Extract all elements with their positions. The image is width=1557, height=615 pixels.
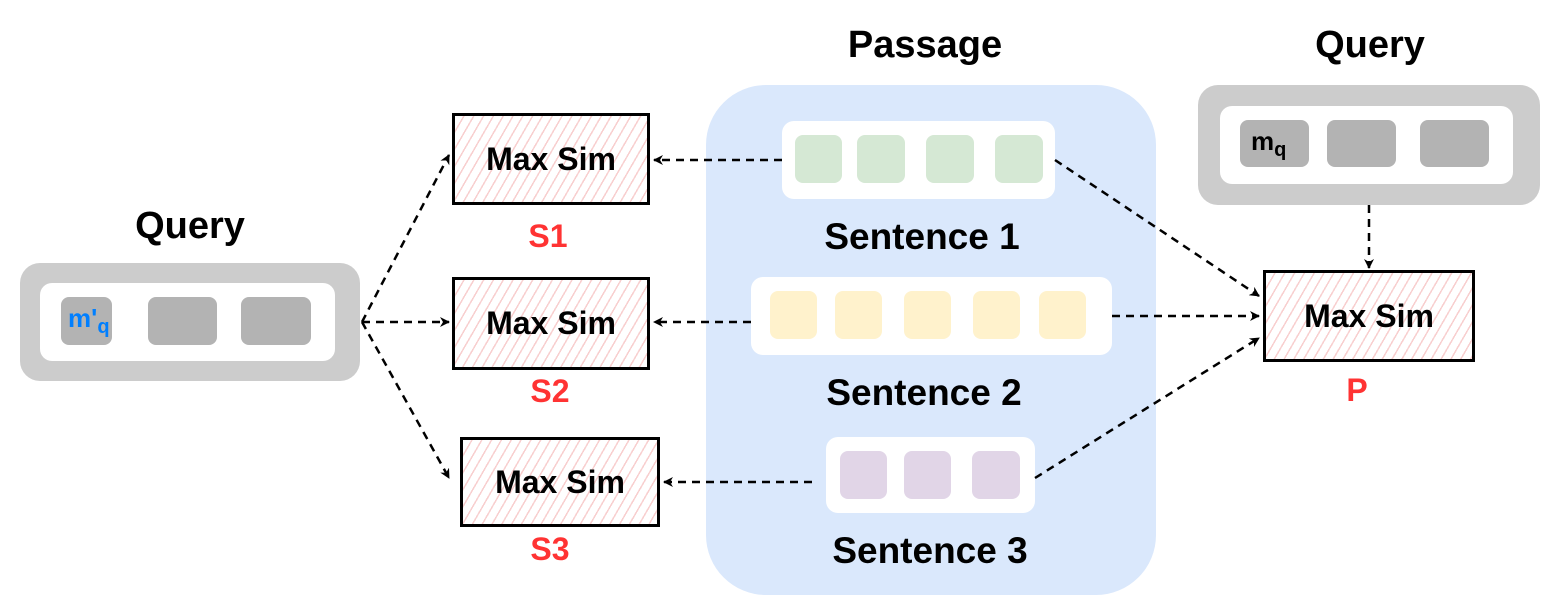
arrow-query-to-s3 <box>360 321 451 479</box>
right-query-title: Query <box>1315 24 1425 66</box>
sentence-2-token <box>835 291 882 339</box>
sentence-3-token <box>972 451 1020 499</box>
maxsim-box-s3: Max Sim <box>460 437 660 527</box>
query-token <box>148 297 217 345</box>
arrow-sentence3-to-p <box>1034 336 1260 480</box>
query-token <box>1420 120 1489 167</box>
sentence-2-label: Sentence 2 <box>826 372 1022 413</box>
score-s3: S3 <box>530 531 570 567</box>
query-token <box>1327 120 1396 167</box>
sentence-1-token <box>926 135 974 183</box>
sentence-2-token <box>770 291 817 339</box>
arrow-sentence1-to-p <box>1054 158 1260 298</box>
left-query-title: Query <box>135 205 245 247</box>
score-s2: S2 <box>530 373 570 409</box>
query-token <box>241 297 311 345</box>
maxsim-box-p: Max Sim <box>1263 270 1475 362</box>
sentence-2-token <box>973 291 1020 339</box>
score-p: P <box>1346 372 1368 408</box>
sentence-3-token <box>904 451 951 499</box>
score-s1: S1 <box>528 218 568 254</box>
query-token-mq-prime: m'q <box>61 297 112 345</box>
token-label: m'q <box>68 303 110 339</box>
maxsim-box-s1: Max Sim <box>452 113 650 205</box>
sentence-1-token <box>995 135 1043 183</box>
sentence-2-token <box>1039 291 1086 339</box>
sentence-3-label: Sentence 3 <box>832 530 1028 571</box>
arrow-query-to-s1 <box>360 154 451 323</box>
query-token-mq: mq <box>1240 120 1309 167</box>
maxsim-box-s2: Max Sim <box>452 277 650 370</box>
sentence-1-token <box>795 135 842 183</box>
sentence-3-token <box>840 451 887 499</box>
passage-title: Passage <box>847 24 1003 66</box>
token-label: mq <box>1251 126 1287 162</box>
sentence-1-label: Sentence 1 <box>824 216 1020 257</box>
sentence-2-token <box>904 291 951 339</box>
sentence-1-token <box>857 135 905 183</box>
